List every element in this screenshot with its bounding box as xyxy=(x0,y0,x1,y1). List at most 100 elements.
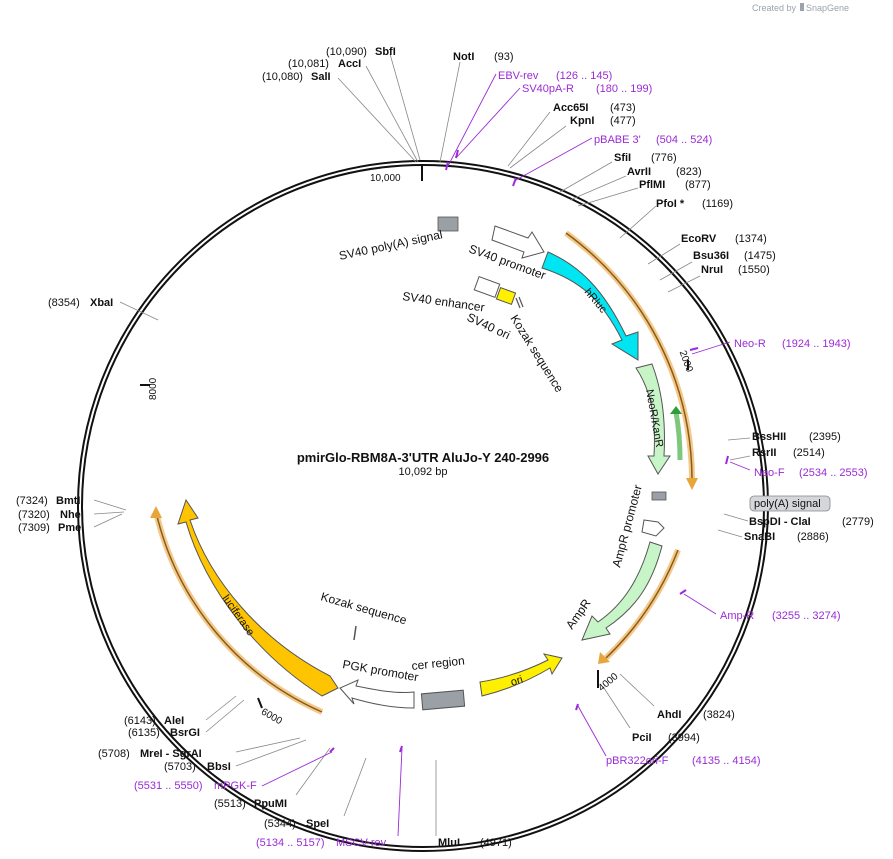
site-label-pmei[interactable]: (7309) PmeI xyxy=(18,522,84,534)
snapgene-logo-icon xyxy=(800,3,804,11)
primer-label-mscv-rev[interactable]: (5134 .. 5157) MSCV-rev xyxy=(256,837,387,849)
svg-text:PfoI *: PfoI * xyxy=(656,198,685,210)
site-label-sbfi[interactable]: (10,090) SbfI xyxy=(326,46,396,58)
site-label-sali[interactable]: (10,080) SalI xyxy=(262,71,331,83)
svg-text:mPGK-F: mPGK-F xyxy=(214,780,257,792)
site-label-pfoi[interactable]: PfoI * (1169) xyxy=(656,198,733,210)
svg-text:(3255 .. 3274): (3255 .. 3274) xyxy=(772,610,841,622)
svg-text:(10,081): (10,081) xyxy=(288,58,329,70)
sv40-ori-feature xyxy=(495,286,517,306)
primer-label-sv40pa-r[interactable]: SV40pA-R (180 .. 199) xyxy=(522,83,652,95)
hrluc-feature xyxy=(541,251,639,361)
svg-text:(7309): (7309) xyxy=(18,522,50,534)
site-label-bbsi[interactable]: (5703) BbsI xyxy=(164,761,231,773)
site-label-kpni[interactable]: KpnI (477) xyxy=(570,115,636,127)
site-label-nhei[interactable]: (7320) NheI xyxy=(18,509,84,521)
svg-text:BspDI - ClaI: BspDI - ClaI xyxy=(749,516,811,528)
sv40-enhancer-feature xyxy=(473,276,501,298)
svg-text:MSCV-rev: MSCV-rev xyxy=(336,837,387,849)
svg-text:AleI: AleI xyxy=(164,715,184,727)
primer-label-pbabe3[interactable]: pBABE 3' (504 .. 524) xyxy=(594,134,712,146)
primer-marks xyxy=(329,149,729,753)
svg-text:(1924 .. 1943): (1924 .. 1943) xyxy=(782,338,851,350)
primer-label-ebv-rev[interactable]: EBV-rev (126 .. 145) xyxy=(498,70,612,82)
label-sv40-ori: SV40 ori xyxy=(465,310,513,342)
site-label-spei[interactable]: (5344) SpeI xyxy=(264,818,329,830)
svg-text:PmeI: PmeI xyxy=(58,522,84,534)
site-label-acc65i[interactable]: Acc65I (473) xyxy=(553,102,636,114)
ampr-promoter-feature xyxy=(641,519,665,537)
svg-text:(5531 .. 5550): (5531 .. 5550) xyxy=(134,780,203,792)
svg-text:SbfI: SbfI xyxy=(375,46,396,58)
site-label-noti[interactable]: NotI (93) xyxy=(453,51,514,63)
label-luciferase: luciferase xyxy=(220,593,257,638)
svg-text:NheI: NheI xyxy=(60,509,84,521)
site-label-avrii[interactable]: AvrII (823) xyxy=(627,166,702,178)
primer-label-amp-r[interactable]: Amp-R (3255 .. 3274) xyxy=(720,610,841,622)
svg-text:SnaBI: SnaBI xyxy=(744,531,775,543)
label-cer: cer region xyxy=(411,653,466,673)
svg-text:BmtI: BmtI xyxy=(56,495,80,507)
site-label-pflmi[interactable]: PflMI (877) xyxy=(639,179,711,191)
site-label-bsrgi[interactable]: (6135) BsrGI xyxy=(128,727,200,739)
tick-2000: 2000 xyxy=(677,349,695,374)
svg-text:(473): (473) xyxy=(610,102,636,114)
svg-text:(1475): (1475) xyxy=(744,250,776,262)
site-label-snabi[interactable]: SnaBI (2886) xyxy=(744,531,829,543)
svg-text:(1374): (1374) xyxy=(735,233,767,245)
primer-label-neo-r[interactable]: Neo-R (1924 .. 1943) xyxy=(734,338,851,350)
sv40-polya-feature xyxy=(437,216,459,232)
svg-text:BbsI: BbsI xyxy=(207,761,231,773)
primer-label-neo-f[interactable]: Neo-F (2534 .. 2553) xyxy=(754,467,868,479)
svg-text:(5344): (5344) xyxy=(264,818,296,830)
svg-text:MluI: MluI xyxy=(438,837,460,849)
kozak-marks-1 xyxy=(515,296,524,309)
site-label-bsshii[interactable]: BssHII (2395) xyxy=(752,431,841,443)
site-label-frui[interactable]: NruI (1550) xyxy=(701,264,770,276)
svg-text:Acc65I: Acc65I xyxy=(553,102,588,114)
label-polya: poly(A) signal xyxy=(754,498,821,510)
ori-feature xyxy=(479,653,563,697)
label-ampr-promoter: AmpR promoter xyxy=(609,483,644,568)
svg-text:SV40pA-R: SV40pA-R xyxy=(522,83,574,95)
svg-text:NruI: NruI xyxy=(701,264,723,276)
svg-text:(8354): (8354) xyxy=(48,297,80,309)
sv40-promoter-feature xyxy=(491,225,545,259)
svg-text:SpeI: SpeI xyxy=(306,818,329,830)
site-label-sfii[interactable]: SfiI (776) xyxy=(614,152,677,164)
site-label-bsu36i[interactable]: Bsu36I (1475) xyxy=(693,250,776,262)
site-label-mlui[interactable]: MluI (4971) xyxy=(438,837,512,849)
svg-text:(823): (823) xyxy=(676,166,702,178)
svg-text:AvrII: AvrII xyxy=(627,166,651,178)
tick-marks xyxy=(140,165,689,709)
primer-label-mpgk-f[interactable]: (5531 .. 5550) mPGK-F xyxy=(134,780,257,792)
svg-text:XbaI: XbaI xyxy=(90,297,113,309)
svg-text:pBR322ori-F: pBR322ori-F xyxy=(606,755,669,767)
svg-text:(504 .. 524): (504 .. 524) xyxy=(656,134,712,146)
label-ori: ori xyxy=(509,674,524,689)
svg-text:(477): (477) xyxy=(610,115,636,127)
site-label-pcii[interactable]: PciI (3994) xyxy=(632,732,700,744)
primer-label-pbr322ori-f[interactable]: pBR322ori-F (4135 .. 4154) xyxy=(606,755,761,767)
svg-text:(877): (877) xyxy=(685,179,711,191)
site-label-mrei-sgrai[interactable]: (5708) MreI - SgrAI xyxy=(98,748,202,760)
svg-text:BsrGI: BsrGI xyxy=(170,727,200,739)
site-label-alei[interactable]: (6143) AleI xyxy=(124,715,184,727)
svg-text:AccI: AccI xyxy=(338,58,361,70)
site-label-xbai[interactable]: (8354) XbaI xyxy=(48,297,113,309)
site-label-acci[interactable]: (10,081) AccI xyxy=(288,58,361,70)
site-label-bspdi-clai[interactable]: BspDI - ClaI (2779) xyxy=(749,516,874,528)
site-label-bmti[interactable]: (7324) BmtI xyxy=(16,495,80,507)
site-label-ahdi[interactable]: AhdI (3824) xyxy=(657,709,735,721)
svg-text:NotI: NotI xyxy=(453,51,474,63)
tick-8000: 8000 xyxy=(148,377,159,400)
credit-prefix: Created by xyxy=(752,3,797,13)
site-label-ppumi[interactable]: (5513) PpuMI xyxy=(214,798,287,810)
label-sv40-polya: SV40 poly(A) signal xyxy=(338,227,444,263)
svg-text:(180 .. 199): (180 .. 199) xyxy=(596,83,652,95)
pgk-promoter-feature xyxy=(339,679,415,709)
site-label-rsrii[interactable]: RsrII (2514) xyxy=(752,447,825,459)
tick-6000: 6000 xyxy=(259,707,284,728)
polya-label-box xyxy=(749,495,831,512)
site-label-ecorv[interactable]: EcoRV (1374) xyxy=(681,233,767,245)
